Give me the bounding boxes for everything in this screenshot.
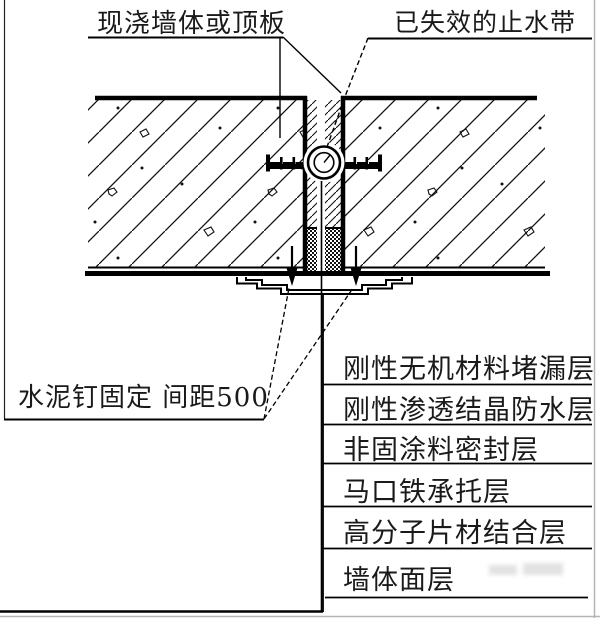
callout-top-right: 已失效的止水带 [394,8,576,37]
watermark [489,563,563,575]
bulb-radius-mark [323,154,332,163]
leader-wall-diagonal [282,36,342,94]
concrete-wall-left [88,98,303,268]
nail-left [286,246,298,286]
callout-underlines [4,36,592,421]
layer-list: 刚性无机材料堵漏层 刚性渗透结晶防水层 非固涂料密封层 马口铁承托层 高分子片材… [343,354,595,596]
callout-top-left: 现浇墙体或顶板 [97,9,286,39]
layer-label-plugging: 刚性无机材料堵漏层 [343,354,595,385]
waterstop-wing-right [345,154,382,172]
callout-bottom-left: 水泥钉固定 间距500 [18,383,269,413]
layer-label-tinplate-support: 马口铁承托层 [343,477,511,508]
concrete-wall-right [345,98,545,268]
structure-outlines [85,95,550,276]
nail-right [350,246,362,286]
leader-nail-a [263,287,290,420]
layer-label-polymer-sheet: 高分子片材结合层 [343,518,567,549]
layer-label-crystalline-waterproof: 刚性渗透结晶防水层 [343,395,595,426]
leader-waterstop [326,37,369,148]
waterstop-wing-left [266,154,303,172]
layer-label-wall-finish: 墙体面层 [343,565,455,596]
layer-label-sealant-coating: 非固涂料密封层 [343,435,539,466]
leader-nail-b [263,287,354,420]
layer-list-rules [0,294,592,613]
callout-leaders [263,36,369,420]
tray-profile [236,277,413,295]
waterstop-bulb [303,142,345,183]
